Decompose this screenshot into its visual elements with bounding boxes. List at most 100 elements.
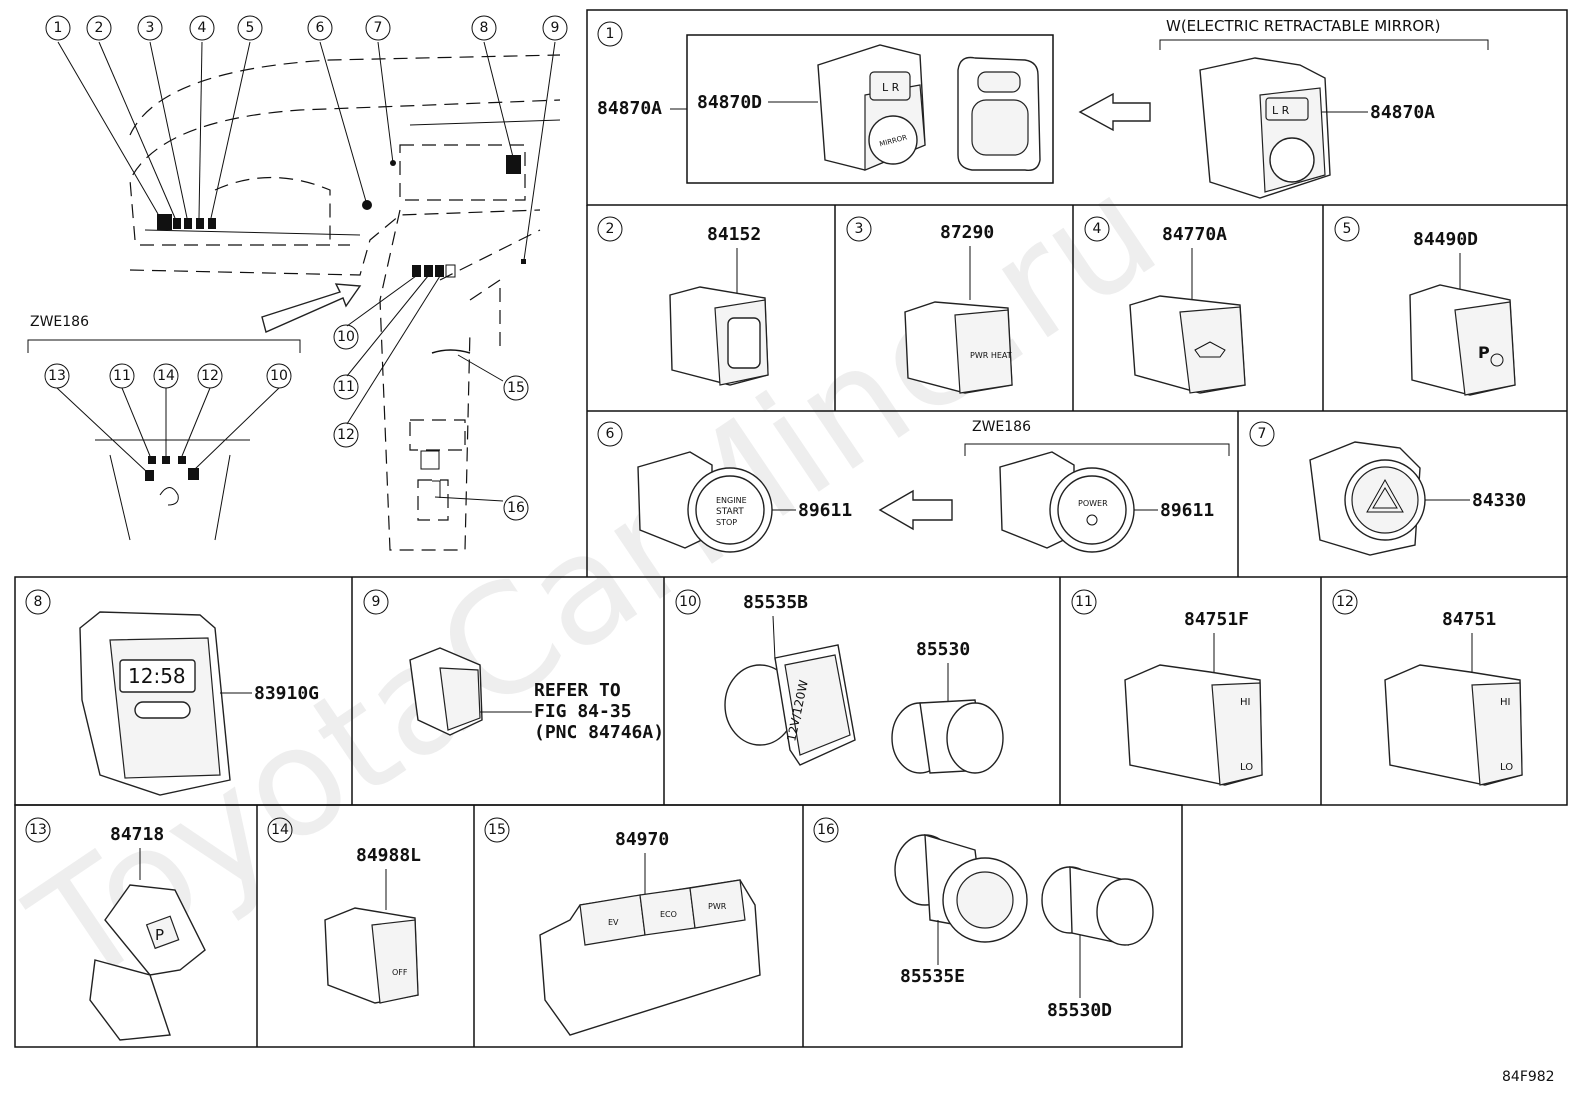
svg-text:11: 11	[113, 368, 131, 384]
svg-text:OFF: OFF	[392, 968, 408, 977]
callout-11: 11	[337, 379, 355, 395]
callout-3: 3	[146, 20, 155, 36]
callout-8: 8	[480, 20, 489, 36]
svg-text:14: 14	[271, 822, 289, 838]
cell-1-index: 1	[606, 26, 615, 42]
part-85530: 85530	[916, 639, 970, 660]
svg-text:11: 11	[1075, 594, 1093, 610]
cell-1-variant-label: W(ELECTRIC RETRACTABLE MIRROR)	[1166, 17, 1441, 35]
callout-7: 7	[374, 20, 383, 36]
cell-7: 7 84330	[1249, 421, 1526, 556]
inset-label: ZWE186	[30, 314, 89, 330]
svg-text:POWER: POWER	[1078, 499, 1108, 508]
part-85535B: 85535B	[743, 592, 808, 613]
svg-text:15: 15	[488, 822, 506, 838]
part-85535E: 85535E	[900, 966, 965, 987]
figure-code: 84F982	[1502, 1069, 1555, 1085]
part-84751F: 84751F	[1184, 609, 1249, 630]
svg-text:P: P	[155, 926, 164, 944]
cell-4: 4 84770A	[1084, 216, 1246, 394]
svg-text:12:58: 12:58	[128, 664, 186, 688]
cell-11: 11 84751F HI LO	[1071, 589, 1263, 786]
callout-15: 15	[507, 380, 525, 396]
cell-13: 13 84718 P	[25, 817, 206, 1041]
cell-10: 10 85535B 12V/120W 85530	[675, 589, 1004, 774]
svg-text:13: 13	[48, 368, 66, 384]
part-83910G: 83910G	[254, 683, 319, 704]
overview-callouts: 1 2 3 4 5 6 7 8 9 10 11 12 15 16	[45, 15, 568, 521]
svg-text:8: 8	[34, 594, 43, 610]
part-84152: 84152	[707, 224, 761, 245]
cell-5: 5 84490D P	[1334, 216, 1516, 396]
dashboard-overview	[129, 54, 561, 551]
part-89611-a: 89611	[798, 500, 852, 521]
svg-text:2: 2	[606, 221, 615, 237]
svg-text:REFER TO: REFER TO	[534, 680, 621, 701]
svg-text:10: 10	[270, 368, 288, 384]
callout-10: 10	[337, 329, 355, 345]
svg-text:13: 13	[29, 822, 47, 838]
part-84751: 84751	[1442, 609, 1496, 630]
svg-text:10: 10	[679, 594, 697, 610]
svg-text:LO: LO	[1240, 762, 1253, 773]
callout-9: 9	[551, 20, 560, 36]
callout-4: 4	[198, 20, 207, 36]
cell-9: 9 REFER TO FIG 84-35 (PNC 84746A)	[363, 589, 664, 743]
part-84490D: 84490D	[1413, 229, 1478, 250]
part-84870D: 84870D	[697, 92, 762, 113]
callout-6: 6	[316, 20, 325, 36]
callout-12: 12	[337, 427, 355, 443]
svg-text:9: 9	[372, 594, 381, 610]
svg-text:P: P	[1478, 343, 1490, 362]
callout-5: 5	[246, 20, 255, 36]
svg-text:HI: HI	[1500, 697, 1510, 708]
svg-text:4: 4	[1093, 221, 1102, 237]
inset-zwe186: ZWE186 13 11 14 12 10	[27, 314, 301, 541]
cell-14: 14 84988L OFF	[267, 817, 421, 1004]
svg-text:6: 6	[606, 426, 615, 442]
cell-16: 16 85535E 85530D	[813, 817, 1154, 1021]
cell-1-box-label: 84870A	[597, 98, 662, 119]
svg-text:3: 3	[855, 221, 864, 237]
svg-text:FIG 84-35: FIG 84-35	[534, 701, 632, 722]
svg-text:LO: LO	[1500, 762, 1513, 773]
cell-1: 1 84870A 84870D MIRROR L R W(ELECTRIC RE…	[597, 17, 1489, 199]
part-84770A: 84770A	[1162, 224, 1227, 245]
part-84330: 84330	[1472, 490, 1526, 511]
cell-12: 12 84751 HI LO	[1332, 589, 1523, 786]
callout-1: 1	[54, 20, 63, 36]
part-84718: 84718	[110, 824, 164, 845]
svg-text:(PNC 84746A): (PNC 84746A)	[534, 722, 664, 743]
part-84988L: 84988L	[356, 845, 421, 866]
cell-6: 6 ENGINE START STOP 89611 ZWE186 POWER 8…	[597, 419, 1230, 553]
cell-15: 15 84970 EV ECO PWR	[484, 817, 761, 1036]
svg-text:START: START	[716, 507, 744, 517]
svg-text:L R: L R	[882, 81, 900, 94]
callout-2: 2	[95, 20, 104, 36]
cell-6-variant-label: ZWE186	[972, 419, 1031, 435]
part-84870A: 84870A	[1370, 102, 1435, 123]
svg-text:12: 12	[1336, 594, 1354, 610]
grid-lines	[14, 9, 1568, 1048]
svg-text:14: 14	[157, 368, 175, 384]
overview-leaders	[57, 41, 556, 502]
svg-text:STOP: STOP	[716, 518, 737, 527]
part-89611-b: 89611	[1160, 500, 1214, 521]
part-85530D: 85530D	[1047, 1000, 1112, 1021]
svg-text:PWR HEAT: PWR HEAT	[970, 351, 1012, 360]
cell-2: 2 84152	[597, 216, 769, 386]
svg-text:HI: HI	[1240, 697, 1250, 708]
cell-8: 8 12:58 83910G	[25, 589, 319, 796]
svg-text:EV: EV	[608, 918, 619, 927]
svg-text:5: 5	[1343, 221, 1352, 237]
svg-text:PWR: PWR	[708, 902, 727, 911]
svg-text:16: 16	[817, 822, 835, 838]
part-87290: 87290	[940, 222, 994, 243]
svg-text:ECO: ECO	[660, 910, 677, 919]
cell-3: 3 87290 PWR HEAT	[846, 216, 1013, 394]
svg-text:12: 12	[201, 368, 219, 384]
part-84970: 84970	[615, 829, 669, 850]
svg-text:ENGINE: ENGINE	[716, 496, 747, 505]
svg-text:L R: L R	[1272, 104, 1290, 117]
